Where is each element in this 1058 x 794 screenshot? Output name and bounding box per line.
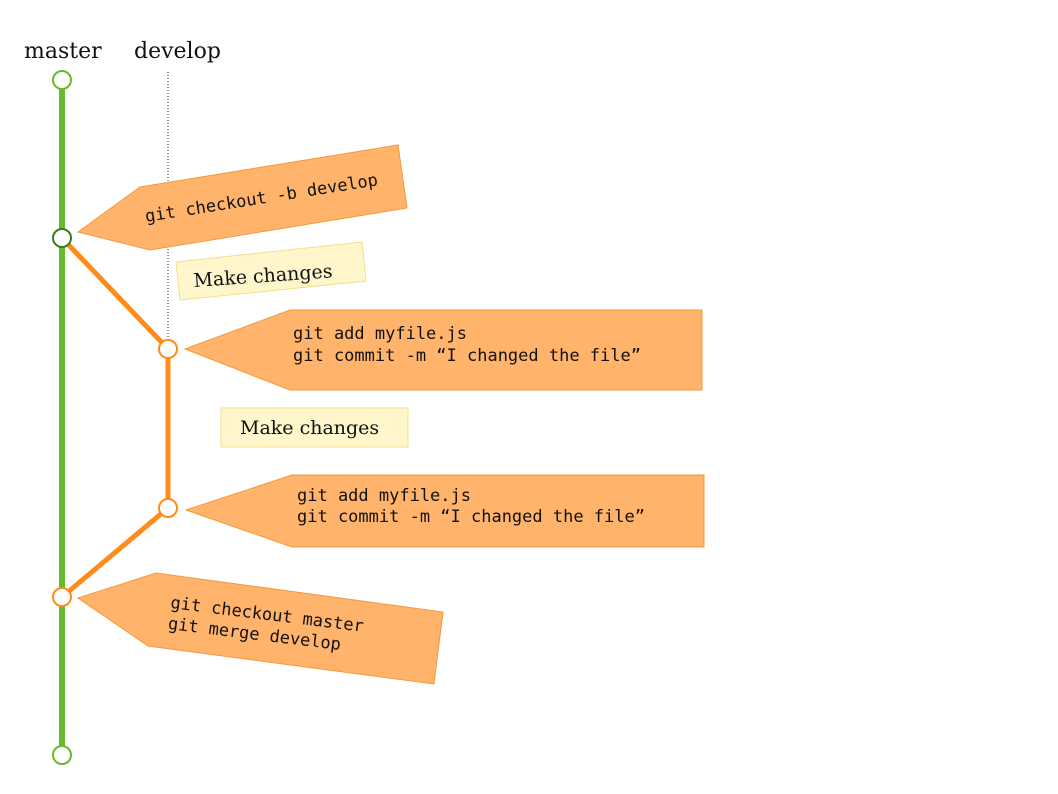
master-commit-start bbox=[52, 70, 72, 90]
command-line: git add myfile.js bbox=[297, 486, 471, 506]
command-callout-merge: git checkout master git merge develop bbox=[76, 572, 444, 685]
note-make-changes-2: Make changes bbox=[220, 407, 409, 448]
svg-text:git add myfile.js git co: git add myfile.js git commit -m “I chang… bbox=[297, 486, 645, 527]
merge-commit bbox=[52, 587, 72, 607]
develop-merge-line bbox=[60, 506, 170, 599]
command-callout-checkout-develop: git checkout -b develop bbox=[76, 144, 408, 251]
develop-commit-1 bbox=[158, 339, 178, 359]
develop-commit-2 bbox=[158, 498, 178, 518]
note-make-changes-1: Make changes bbox=[175, 241, 367, 301]
develop-branch-out-line bbox=[60, 236, 170, 351]
command-line: git add myfile.js bbox=[293, 324, 467, 344]
command-callout-commit-1: git add myfile.js git commit -m “I chang… bbox=[183, 309, 703, 391]
note-text: Make changes bbox=[240, 417, 379, 439]
master-branch-label: master bbox=[24, 39, 102, 64]
command-callout-commit-2: git add myfile.js git commit -m “I chang… bbox=[184, 474, 705, 548]
svg-text:git add myfile.js git co: git add myfile.js git commit -m “I chang… bbox=[293, 324, 641, 366]
develop-branch-label: develop bbox=[134, 39, 221, 64]
branch-point-commit bbox=[52, 228, 72, 248]
command-line: git commit -m “I changed the file” bbox=[293, 346, 641, 366]
master-commit-end bbox=[52, 745, 72, 765]
command-line: git commit -m “I changed the file” bbox=[297, 507, 645, 527]
